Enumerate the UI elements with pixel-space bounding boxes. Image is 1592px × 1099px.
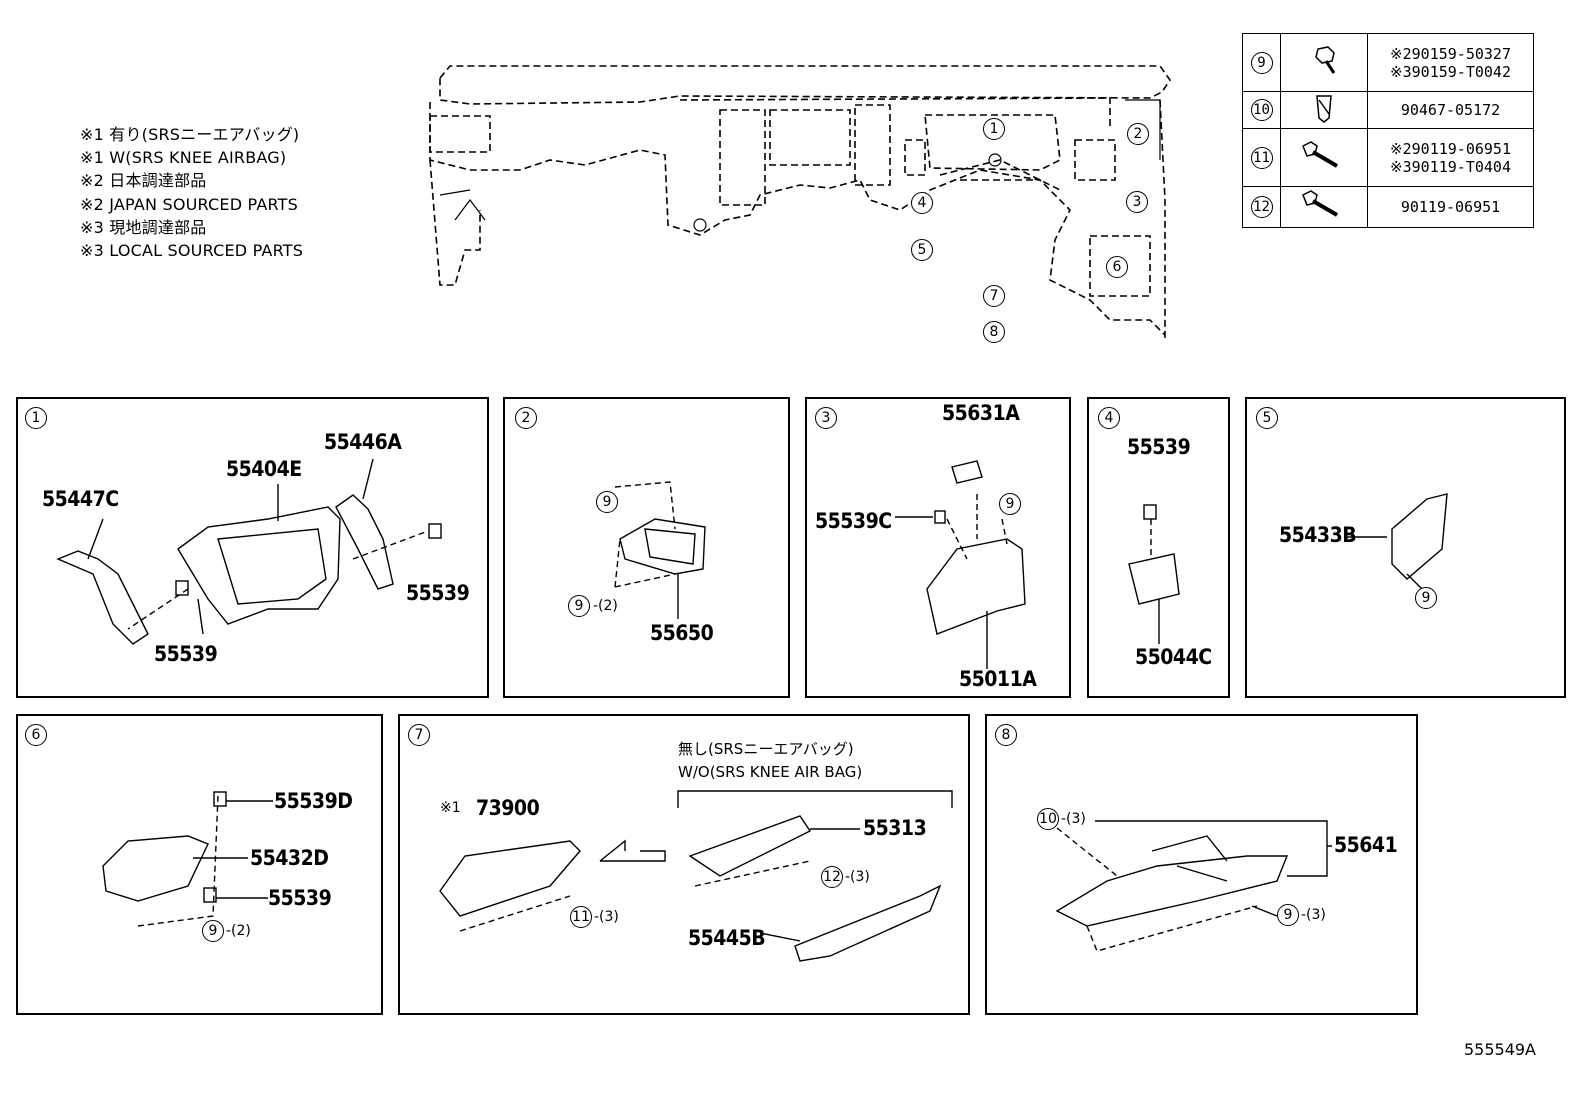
panel-3: 3 55631A 55539C 9 55011A — [805, 397, 1071, 698]
part-label: 55432D — [250, 846, 329, 870]
quantity: -(3) — [845, 869, 870, 885]
panel-6: 6 55539D 55432D 55539 9 -(2) — [16, 714, 383, 1015]
overview-callout: 1 — [983, 118, 1005, 140]
overview-callout: 7 — [983, 285, 1005, 307]
part-label: 55446A — [324, 430, 402, 454]
legend-part: ※290119-06951 — [1390, 139, 1511, 158]
part-label: 55539D — [274, 789, 353, 813]
overview-callout: 4 — [911, 192, 933, 214]
part-label: 55539 — [1127, 435, 1191, 459]
part-label: 73900 — [476, 796, 540, 820]
part-label: 55539C — [815, 509, 892, 533]
callout: 9 — [999, 493, 1021, 515]
glove-box-drawing — [1055, 820, 1332, 952]
variant-note-jp: 無し(SRSニーエアバッグ) — [678, 740, 854, 758]
part-label: 55011A — [959, 667, 1037, 691]
center-panel-drawing — [895, 460, 1026, 669]
overview-callout: 3 — [1126, 191, 1148, 213]
part-label: 55313 — [863, 816, 927, 840]
quantity: -(2) — [593, 598, 618, 614]
part-label: 55539 — [406, 581, 470, 605]
panel-number: 6 — [25, 724, 47, 746]
panel-2: 2 9 9 -(2) 55650 — [503, 397, 790, 698]
panel-number: 2 — [515, 407, 537, 429]
legend-part: 90119-06951 — [1367, 186, 1534, 228]
notes-block: ※1 有り(SRSニーエアバッグ) ※1 W(SRS KNEE AIRBAG) … — [80, 123, 303, 262]
part-label: 55539 — [268, 886, 332, 910]
panel-1: 1 55447C 55404E 55446A 55539 55539 — [16, 397, 489, 698]
bolt-icon — [1315, 45, 1336, 74]
callout: 9 — [568, 595, 590, 617]
switch-base-drawing — [1128, 504, 1180, 644]
note-line: ※2 JAPAN SOURCED PARTS — [80, 194, 299, 214]
panel-8: 8 10 -(3) 55641 9 -(3) — [985, 714, 1418, 1015]
panel-5: 5 55433B 9 — [1245, 397, 1566, 698]
quantity: -(3) — [594, 909, 619, 925]
legend-num: 10 — [1250, 99, 1273, 121]
part-label: 55404E — [226, 457, 302, 481]
panel-number: 7 — [408, 724, 430, 746]
screw-icon — [1302, 140, 1339, 168]
part-label: 55650 — [650, 621, 714, 645]
callout: 9 — [202, 920, 224, 942]
knee-panel-drawing — [439, 790, 953, 962]
legend-part: ※390159-T0042 — [1390, 62, 1511, 81]
legend-num: 9 — [1250, 51, 1273, 74]
callout: 9 — [1277, 904, 1299, 926]
callout: 9 — [1415, 587, 1437, 609]
overview-callout: 2 — [1127, 123, 1149, 145]
legend-part: 90467-05172 — [1367, 91, 1534, 129]
part-label: 55044C — [1135, 645, 1212, 669]
quantity: -(3) — [1061, 811, 1086, 827]
quantity: -(2) — [226, 923, 251, 939]
callout: 12 — [821, 866, 843, 888]
overview-callout: 6 — [1106, 256, 1128, 278]
panel-7: 7 無し(SRSニーエアバッグ) W/O(SRS KNEE AIR BAG) ※… — [398, 714, 970, 1015]
part-label: 55631A — [942, 401, 1020, 425]
panel-4: 4 55539 55044C — [1087, 397, 1230, 698]
ref-prefix: ※1 — [440, 800, 461, 816]
panel-number: 1 — [25, 407, 47, 429]
panel-number: 5 — [1256, 407, 1278, 429]
part-label: 55641 — [1334, 833, 1398, 857]
clip-icon — [1316, 95, 1332, 123]
panel-number: 8 — [995, 724, 1017, 746]
lower-panel-drawing — [102, 791, 273, 927]
legend-num: 11 — [1250, 146, 1273, 169]
part-label: 55445B — [688, 926, 766, 950]
meter-hood-drawing — [56, 458, 442, 645]
legend-part: ※390119-T0404 — [1390, 157, 1511, 176]
note-line: ※3 LOCAL SOURCED PARTS — [80, 241, 304, 261]
part-label: 55447C — [42, 487, 119, 511]
legend-part: ※290159-50327 — [1390, 44, 1511, 63]
fastener-legend: 9 ※290159-50327※390159-T0042 10 90467-05… — [1242, 33, 1534, 228]
overview-callout: 5 — [911, 239, 933, 261]
note-line: ※3 現地調達部品 — [80, 217, 207, 237]
callout: 9 — [596, 491, 618, 513]
diagram-id: 555549A — [1463, 1040, 1536, 1059]
side-vent-drawing — [614, 481, 706, 619]
note-line: ※1 有り(SRSニーエアバッグ) — [80, 125, 300, 144]
callout: 10 — [1037, 808, 1059, 830]
panel-number: 4 — [1098, 407, 1120, 429]
variant-note-en: W/O(SRS KNEE AIR BAG) — [678, 763, 863, 781]
legend-num: 12 — [1250, 196, 1273, 218]
quantity: -(3) — [1301, 907, 1326, 923]
screw-icon — [1302, 190, 1339, 217]
side-cover-drawing — [1345, 493, 1448, 590]
overview-callout: 8 — [983, 321, 1005, 343]
note-line: ※2 日本調達部品 — [80, 171, 207, 191]
part-label: 55539 — [154, 642, 218, 666]
note-line: ※1 W(SRS KNEE AIRBAG) — [80, 148, 287, 168]
part-label: 55433B — [1279, 523, 1357, 547]
panel-number: 3 — [815, 407, 837, 429]
callout: 11 — [570, 906, 592, 928]
